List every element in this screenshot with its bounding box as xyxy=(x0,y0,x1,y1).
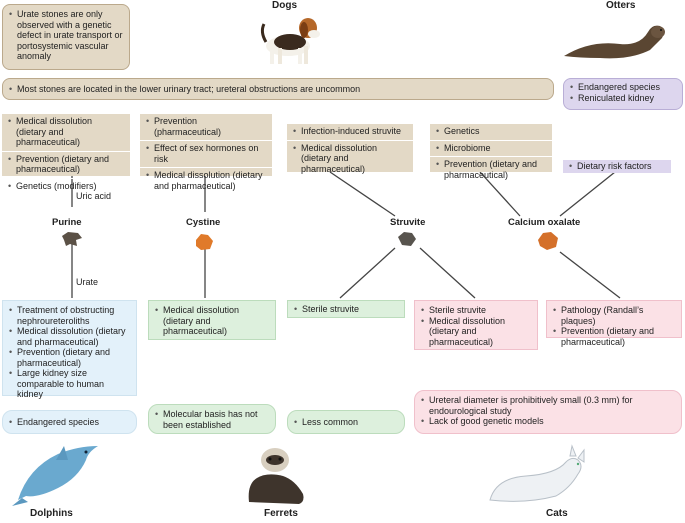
cat-caox-item: Pathology (Randall’s plaques) xyxy=(553,305,675,326)
dog-purine-item: Medical dissolution (dietary and pharmac… xyxy=(2,114,130,152)
cat-struvite-box: Sterile struvite Medical dissolution (di… xyxy=(414,300,538,350)
dog-caox-item: Genetics xyxy=(430,124,552,141)
dolphin-purine-item: Prevention (dietary and pharmaceutical) xyxy=(9,347,130,368)
cystine-label: Cystine xyxy=(186,217,221,228)
dog-purine-item: Genetics (modifiers) xyxy=(2,179,130,195)
dog-struvite-box: Infection-induced struvite Medical disso… xyxy=(287,124,413,174)
dog-caox-item: Prevention (dietary and pharmaceutical) xyxy=(430,157,552,183)
dolphin-purine-item: Treatment of obstructing nephroureteroli… xyxy=(9,305,130,326)
purine-label: Purine xyxy=(52,217,82,228)
calcium-oxalate-stone-icon xyxy=(536,230,560,252)
otter-item: Endangered species xyxy=(570,82,676,93)
dog-illustration xyxy=(258,6,324,68)
struvite-stone-icon xyxy=(396,230,418,248)
cat-caox-box: Pathology (Randall’s plaques) Prevention… xyxy=(546,300,682,347)
ferret-note-2-item: Less common xyxy=(294,417,398,428)
dog-cystine-item: Medical dissolution (dietary and pharmac… xyxy=(140,168,272,194)
cat-note: Ureteral diameter is prohibitively small… xyxy=(414,390,682,434)
dog-purine-item: Prevention (dietary and pharmaceutical) xyxy=(2,152,130,179)
dolphin-illustration xyxy=(8,438,104,508)
ferret-note-item: Molecular basis has not been established xyxy=(155,409,269,430)
otter-box: Endangered species Reniculated kidney xyxy=(563,78,683,110)
dog-urate-note: Urate stones are only observed with a ge… xyxy=(2,4,130,70)
dolphin-purine-item: Large kidney size comparable to human ki… xyxy=(9,368,130,400)
otter-caox-box: Dietary risk factors xyxy=(563,160,671,173)
dog-cystine-item: Prevention (pharmaceutical) xyxy=(140,114,272,141)
ferrets-title: Ferrets xyxy=(264,508,298,519)
cat-note-item: Ureteral diameter is prohibitively small… xyxy=(421,395,675,416)
ferret-note: Molecular basis has not been established xyxy=(148,404,276,434)
cat-struvite-item: Medical dissolution (dietary and pharmac… xyxy=(421,316,531,348)
dogs-title: Dogs xyxy=(272,0,297,11)
uric-acid-label: Uric acid xyxy=(76,191,112,201)
ferret-cystine-box: Medical dissolution (dietary and pharmac… xyxy=(148,300,276,340)
ferret-cystine-item: Medical dissolution (dietary and pharmac… xyxy=(155,305,269,337)
dog-banner-text: Most stones are located in the lower uri… xyxy=(9,84,547,95)
cats-title: Cats xyxy=(546,508,568,519)
ferret-illustration xyxy=(243,444,315,506)
dog-cystine-box: Prevention (pharmaceutical) Effect of se… xyxy=(140,114,272,191)
otters-title: Otters xyxy=(606,0,636,11)
cat-caox-item: Prevention (dietary and pharmaceutical) xyxy=(553,326,675,347)
dog-banner: Most stones are located in the lower uri… xyxy=(2,78,554,100)
dog-urate-note-text: Urate stones are only observed with a ge… xyxy=(9,9,123,62)
dog-struvite-item: Medical dissolution (dietary and pharmac… xyxy=(287,141,413,178)
dog-struvite-item: Infection-induced struvite xyxy=(287,124,413,141)
calcium-oxalate-label: Calcium oxalate xyxy=(508,217,581,228)
cystine-stone-icon xyxy=(193,232,215,252)
dolphins-title: Dolphins xyxy=(30,508,73,519)
otter-caox-item: Dietary risk factors xyxy=(569,161,665,172)
dog-purine-box: Medical dissolution (dietary and pharmac… xyxy=(2,114,130,191)
cat-illustration xyxy=(486,438,592,506)
ferret-note-2: Less common xyxy=(287,410,405,434)
urate-label: Urate xyxy=(76,277,99,287)
dog-caox-item: Microbiome xyxy=(430,141,552,157)
ferret-struvite-box: Sterile struvite xyxy=(287,300,405,318)
cat-note-item: Lack of good genetic models xyxy=(421,416,675,427)
dolphin-purine-item: Medical dissolution (dietary and pharmac… xyxy=(9,326,130,347)
dog-cystine-item: Effect of sex hormones on risk xyxy=(140,141,272,168)
dolphin-note: Endangered species xyxy=(2,410,137,434)
ferret-struvite-item: Sterile struvite xyxy=(294,304,398,315)
dolphin-purine-box: Treatment of obstructing nephroureteroli… xyxy=(2,300,137,399)
dog-caox-box: Genetics Microbiome Prevention (dietary … xyxy=(430,124,552,180)
otter-illustration xyxy=(560,10,670,62)
struvite-label: Struvite xyxy=(390,217,426,228)
cat-struvite-item: Sterile struvite xyxy=(421,305,531,316)
purine-stone-icon xyxy=(60,230,84,248)
otter-item: Reniculated kidney xyxy=(570,93,676,104)
dolphin-note-item: Endangered species xyxy=(9,417,130,428)
